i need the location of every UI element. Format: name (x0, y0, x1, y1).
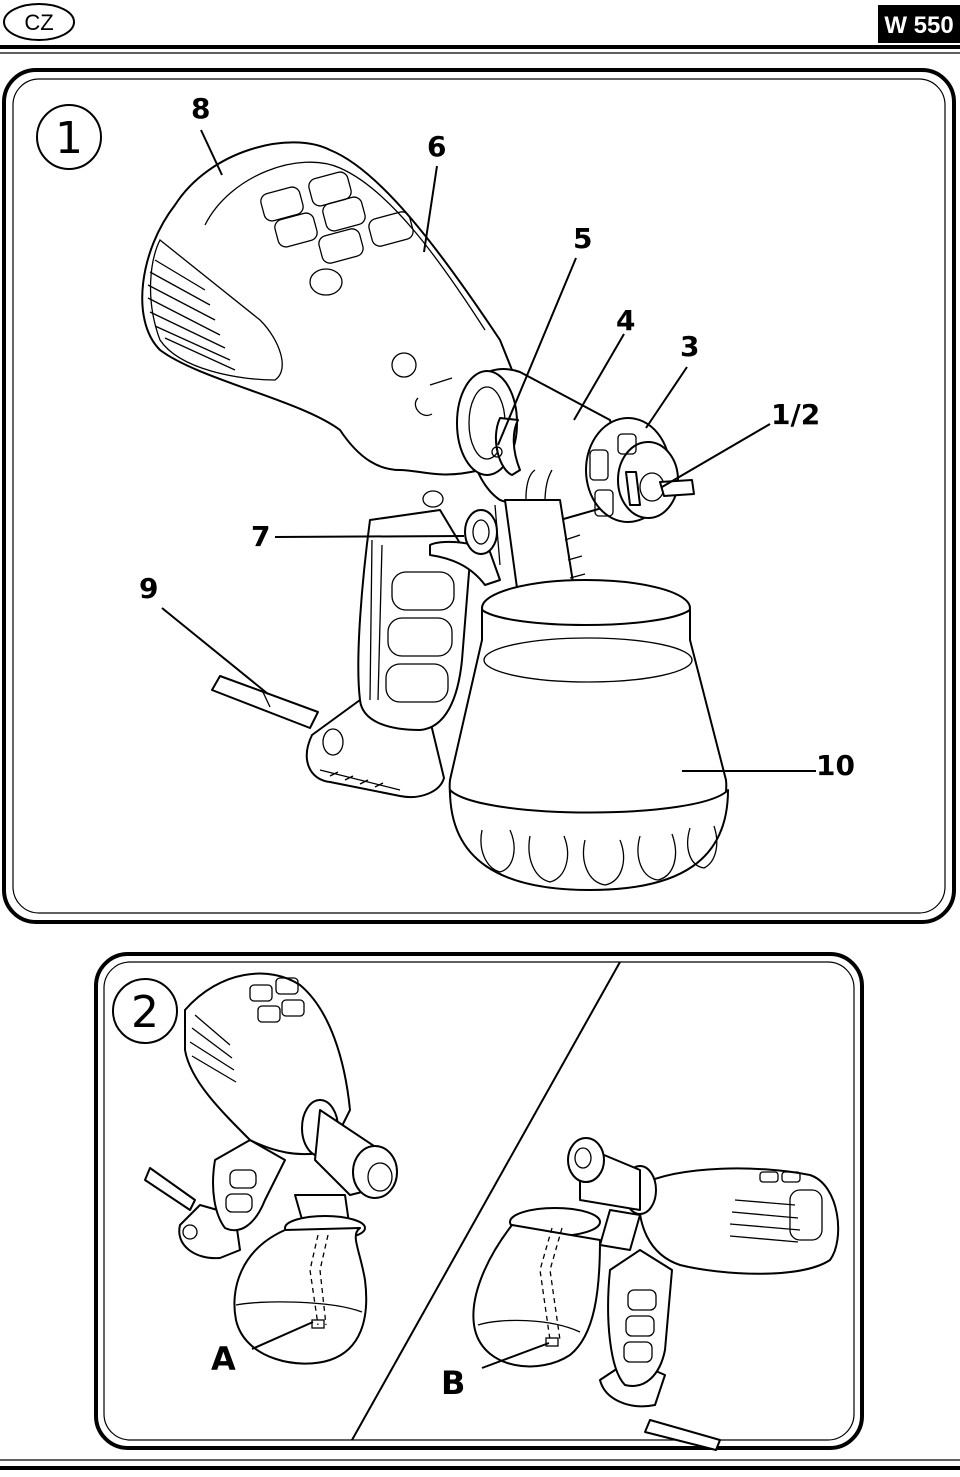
grip-pads (369, 539, 455, 703)
power-cord (211, 675, 319, 729)
figure-1-leader-lines (161, 129, 816, 772)
spray-gun-tilted-down (144, 972, 398, 1365)
spray-gun-tilted-up (472, 1137, 840, 1451)
figure-2-leader-lines (251, 1321, 550, 1369)
figure-1-callouts: 8 6 5 4 3 1/2 7 9 10 (139, 92, 855, 782)
figure-2-divider (351, 961, 621, 1441)
callout-7: 7 (251, 520, 270, 553)
air-vents (147, 238, 283, 381)
figure-2-panel: 2 (94, 952, 864, 1450)
page-header: CZ W 550 (0, 3, 960, 54)
callout-B: B (441, 1364, 465, 1402)
control-panel (204, 161, 486, 508)
figure-1-number-circle (36, 104, 102, 170)
callout-A: A (211, 1340, 236, 1378)
container-ribs (480, 825, 718, 886)
figure-1-frame (2, 68, 956, 924)
callout-5: 5 (573, 222, 592, 255)
callout-3: 3 (680, 330, 699, 363)
figure-1-panel: 1 (2, 68, 956, 924)
model-badge-text: W 550 (884, 12, 953, 39)
page-footer (0, 1459, 960, 1470)
flow-regulator (464, 504, 501, 566)
callout-8: 8 (191, 92, 210, 125)
callout-9: 9 (139, 572, 158, 605)
spray-gun-illustration (141, 141, 729, 891)
callout-4: 4 (616, 304, 635, 337)
figure-2-frame (94, 952, 864, 1450)
callout-6: 6 (427, 130, 446, 163)
figure-2-frame-inner (103, 961, 855, 1441)
paint-container (448, 579, 729, 891)
spray-attachment (456, 368, 695, 617)
callout-1-2: 1/2 (771, 398, 820, 431)
figure-2-number-circle (112, 978, 178, 1044)
language-badge-text: CZ (24, 10, 53, 35)
figure-1-frame-inner (12, 78, 946, 914)
language-badge (3, 3, 75, 41)
callout-10: 10 (816, 749, 855, 782)
model-badge (878, 5, 960, 43)
motor-housing (141, 141, 521, 476)
figure-2-number: 2 (131, 987, 159, 1038)
figure-1-number: 1 (55, 113, 83, 164)
